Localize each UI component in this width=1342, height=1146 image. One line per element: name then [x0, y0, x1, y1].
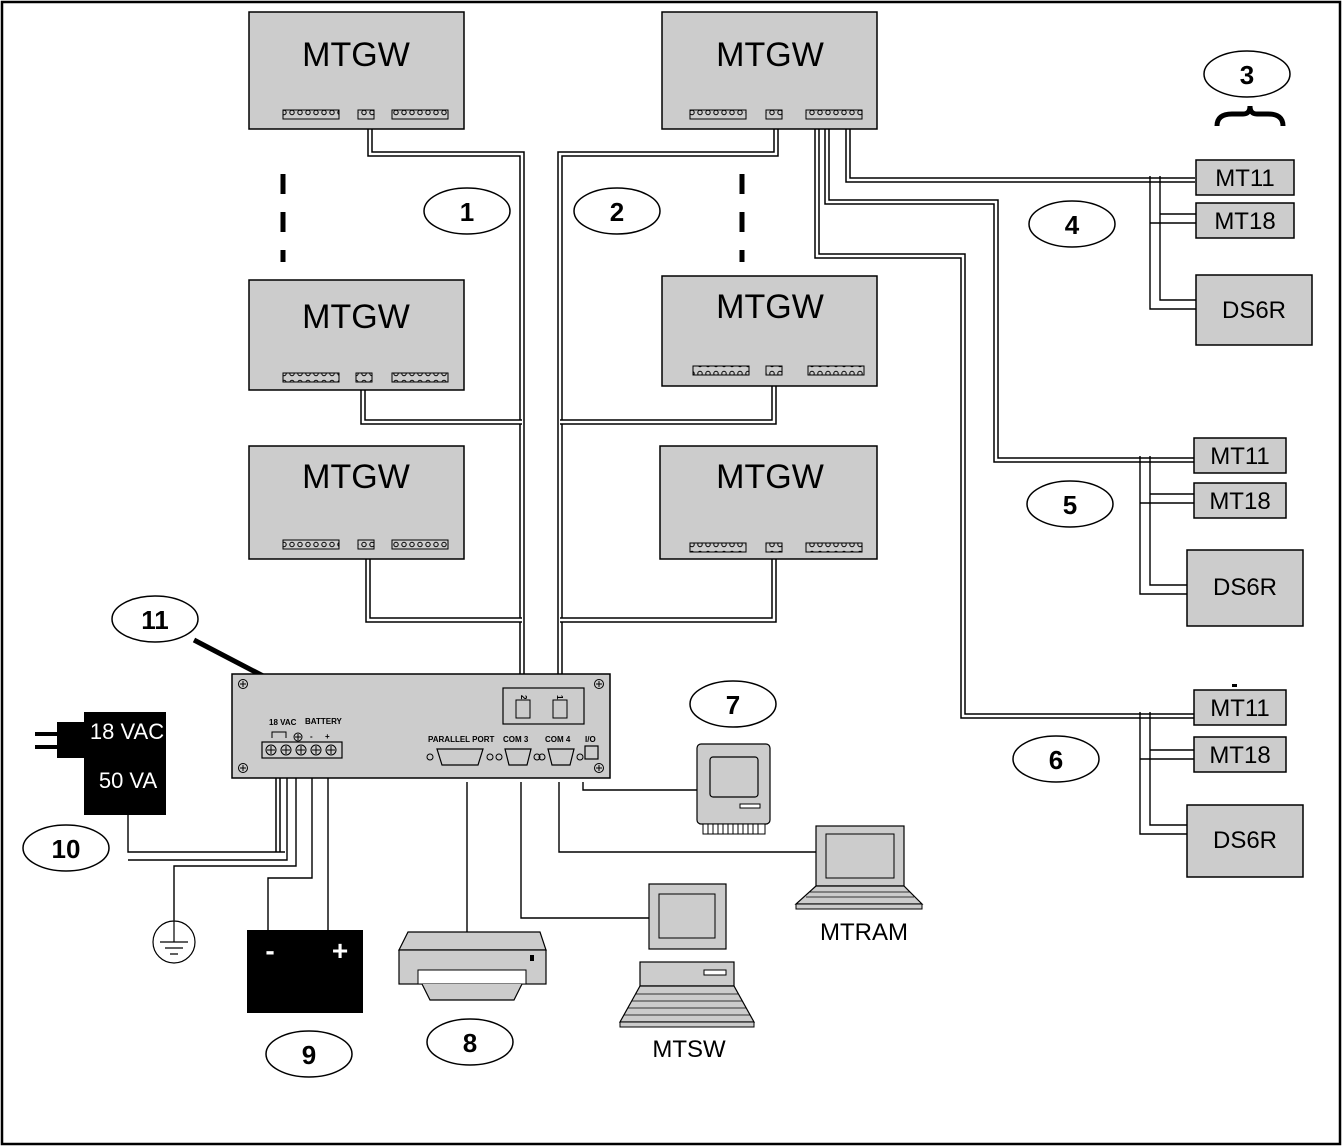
- adapter-power-label: 50 VA: [99, 768, 158, 793]
- bus-cables: [275, 117, 1195, 852]
- mt18-label: MT18: [1209, 488, 1270, 515]
- mtsw-label: MTSW: [652, 1036, 726, 1063]
- callout-4: 4: [1028, 200, 1116, 248]
- terminal-icon: [696, 743, 771, 835]
- gateway-unit: MTGW: [661, 275, 878, 387]
- battery-icon: - +: [247, 930, 363, 1013]
- vac-label: 18 VAC: [269, 718, 297, 727]
- terminal-screws: [265, 744, 337, 756]
- battery-minus-sign: -: [265, 935, 274, 966]
- mt18-label: MT18: [1209, 742, 1270, 769]
- port-2-label: 2: [519, 695, 528, 700]
- mtram-label: MTRAM: [820, 919, 908, 946]
- screw-icon: [594, 679, 604, 689]
- callout-11: 11: [111, 595, 199, 643]
- callout-5: 5: [1026, 480, 1114, 528]
- battery-plus-label: +: [325, 732, 330, 741]
- callout-3: 3: [1203, 50, 1291, 98]
- mt11-label: MT11: [1210, 443, 1270, 470]
- svg-text:7: 7: [726, 690, 740, 720]
- io-label: I/O: [585, 735, 596, 744]
- svg-text:2: 2: [610, 197, 624, 227]
- com4-connector: [538, 748, 584, 766]
- gateway-label: MTGW: [302, 458, 410, 496]
- device-group-line-5: MT11 MT18 DS6R: [1186, 437, 1304, 627]
- battery-minus-label: -: [310, 732, 313, 741]
- svg-text:10: 10: [52, 834, 81, 864]
- io-connector: [584, 745, 599, 760]
- ground-symbol-icon: [293, 732, 303, 742]
- gateway-unit: MTGW: [248, 445, 465, 560]
- peripheral-wires: [127, 637, 818, 932]
- screw-icon: [594, 763, 604, 773]
- com3-connector: [495, 748, 541, 766]
- screw-icon: [238, 679, 248, 689]
- svg-text:4: 4: [1065, 210, 1080, 240]
- mt18-label: MT18: [1214, 208, 1275, 235]
- desktop-pc-icon: [618, 883, 756, 1028]
- printer-icon: [398, 931, 547, 1001]
- gateway-unit: MTGW: [248, 11, 465, 130]
- gateway-label: MTGW: [716, 36, 824, 74]
- com4-label: COM 4: [545, 735, 571, 744]
- callout-6: 6: [1012, 735, 1100, 783]
- gateway-label: MTGW: [302, 36, 410, 74]
- gateway-unit: MTGW: [659, 445, 878, 560]
- callout-2: 2: [573, 187, 661, 235]
- callout-9: 9: [265, 1030, 353, 1078]
- ground-icon: [152, 920, 196, 964]
- svg-text:1: 1: [460, 197, 474, 227]
- parallel-port-label: PARALLEL PORT: [428, 735, 494, 744]
- ds6r-label: DS6R: [1213, 827, 1277, 854]
- callout-8: 8: [426, 1018, 514, 1066]
- svg-text:5: 5: [1063, 490, 1077, 520]
- screw-icon: [238, 763, 248, 773]
- port-1-label: 1: [555, 695, 564, 700]
- gateway-label: MTGW: [716, 288, 824, 326]
- power-adapter-icon: 18 VAC 50 VA: [35, 712, 166, 815]
- battery-plus-sign: +: [332, 935, 348, 966]
- device-group-line-4: MT11 MT18 DS6R: [1195, 159, 1313, 346]
- mt11-label: MT11: [1215, 165, 1275, 192]
- svg-text:3: 3: [1240, 60, 1254, 90]
- svg-text:8: 8: [463, 1028, 477, 1058]
- device-group-line-6: MT11 MT18 DS6R: [1186, 684, 1304, 878]
- com3-label: COM 3: [503, 735, 529, 744]
- svg-text:6: 6: [1049, 745, 1063, 775]
- svg-text:11: 11: [141, 605, 169, 635]
- parallel-port-connector: [426, 748, 494, 766]
- mt11-label: MT11: [1210, 695, 1270, 722]
- laptop-icon: [794, 825, 924, 910]
- battery-label: BATTERY: [305, 717, 343, 726]
- gateway-label: MTGW: [716, 458, 824, 496]
- gateway-unit: MTGW: [248, 279, 465, 391]
- callout-1: 1: [423, 187, 511, 235]
- adapter-voltage-label: 18 VAC: [90, 719, 164, 744]
- callout-7: 7: [689, 680, 777, 728]
- continuation-dashes: [280, 174, 745, 262]
- ds6r-label: DS6R: [1213, 574, 1277, 601]
- central-unit: 2 1 18 VAC BATTERY - + PARALLEL PORT: [231, 673, 611, 779]
- svg-text:9: 9: [302, 1040, 316, 1070]
- gateway-label: MTGW: [302, 298, 410, 336]
- callout-10: 10: [22, 824, 110, 872]
- ds6r-label: DS6R: [1222, 297, 1286, 324]
- brace-group-3: [1214, 105, 1286, 127]
- device-branches: [1139, 176, 1198, 835]
- gateway-unit: MTGW: [661, 11, 878, 130]
